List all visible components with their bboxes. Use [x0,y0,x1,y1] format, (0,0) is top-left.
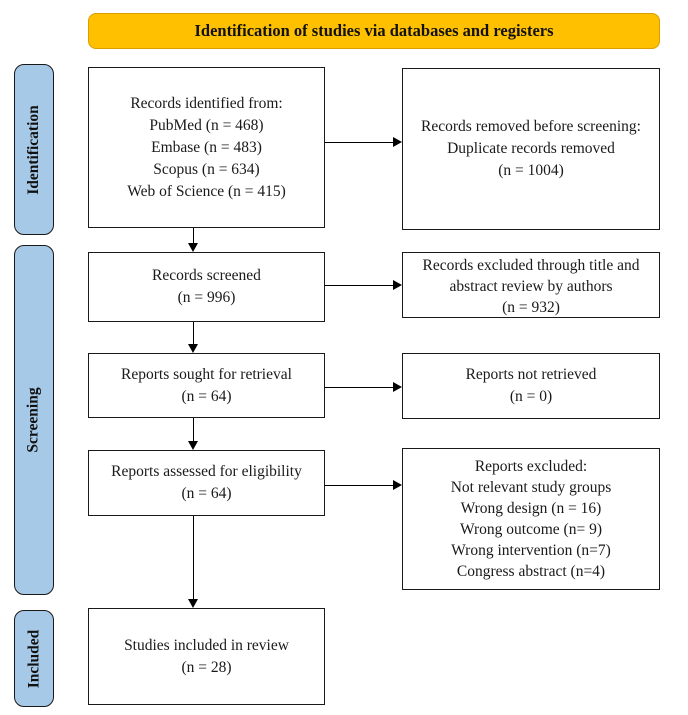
stage-screening: Screening [14,245,54,595]
stage-included: Included [14,610,54,707]
box-reports-sought: Reports sought for retrieval (n = 64) [88,353,325,418]
stage-identification-label: Identification [25,104,42,195]
flow-arrow-right-icon [325,280,402,291]
text-line: (n = 1004) [498,162,564,179]
stage-identification: Identification [14,64,54,235]
text-line: Reports assessed for eligibility [111,463,302,480]
box-reports-not-retrieved: Reports not retrieved (n = 0) [402,353,660,419]
banner-title: Identification of studies via databases … [194,21,554,40]
text-line: (n = 932) [502,299,560,316]
box-records-excluded: Records excluded through title and abstr… [402,252,660,318]
text-line: Scopus (n = 634) [153,160,260,178]
text-line: Congress abstract (n=4) [456,563,606,580]
box-records-identified: Records identified from: PubMed (n = 468… [88,67,325,228]
stage-included-label: Included [25,629,42,688]
flow-arrow-right-icon [325,382,402,393]
text-line: Reports not retrieved [465,366,597,383]
banner: Identification of studies via databases … [88,13,660,49]
box-records-removed: Records removed before screening: Duplic… [402,68,660,230]
text-line: (n = 64) [181,485,232,502]
flow-arrow-right-icon [325,480,402,491]
text-line: (n = 996) [177,289,236,306]
text-line: PubMed (n = 468) [149,116,264,134]
flow-arrow-down-icon [188,322,199,353]
text-line: Records excluded through title and [422,257,640,274]
flow-arrow-down-icon [188,516,199,608]
text-line: Embase (n = 483) [151,138,262,156]
stage-screening-label: Screening [25,387,42,453]
flow-arrow-down-icon [188,418,199,450]
text-line: Duplicate records removed [447,140,615,157]
box-records-screened: Records screened (n = 996) [88,252,325,322]
text-line: Records screened [152,267,261,284]
text-line: (n = 0) [509,388,553,405]
box-studies-included: Studies included in review (n = 28) [88,608,325,705]
box-reports-assessed: Reports assessed for eligibility (n = 64… [88,450,325,516]
text-line: Web of Science (n = 415) [127,182,286,200]
text-line: (n = 28) [181,658,232,676]
text-line: Reports excluded: [474,458,588,475]
text-line: Reports sought for retrieval [121,365,292,383]
text-line: Not relevant study groups [450,479,612,496]
flow-arrow-right-icon [325,137,402,148]
text-line: Records removed before screening: [421,118,641,135]
text-line: Wrong intervention (n=7) [451,542,611,559]
flow-arrow-down-icon [188,228,199,252]
text-line: Studies included in review [124,636,289,654]
text-line: Records identified from: [130,94,283,112]
box-reports-excluded: Reports excluded: Not relevant study gro… [402,448,660,590]
text-line: Wrong design (n = 16) [460,500,602,517]
text-line: Wrong outcome (n= 9) [460,521,602,538]
text-line: abstract review by authors [449,278,613,295]
text-line: (n = 64) [181,387,232,405]
